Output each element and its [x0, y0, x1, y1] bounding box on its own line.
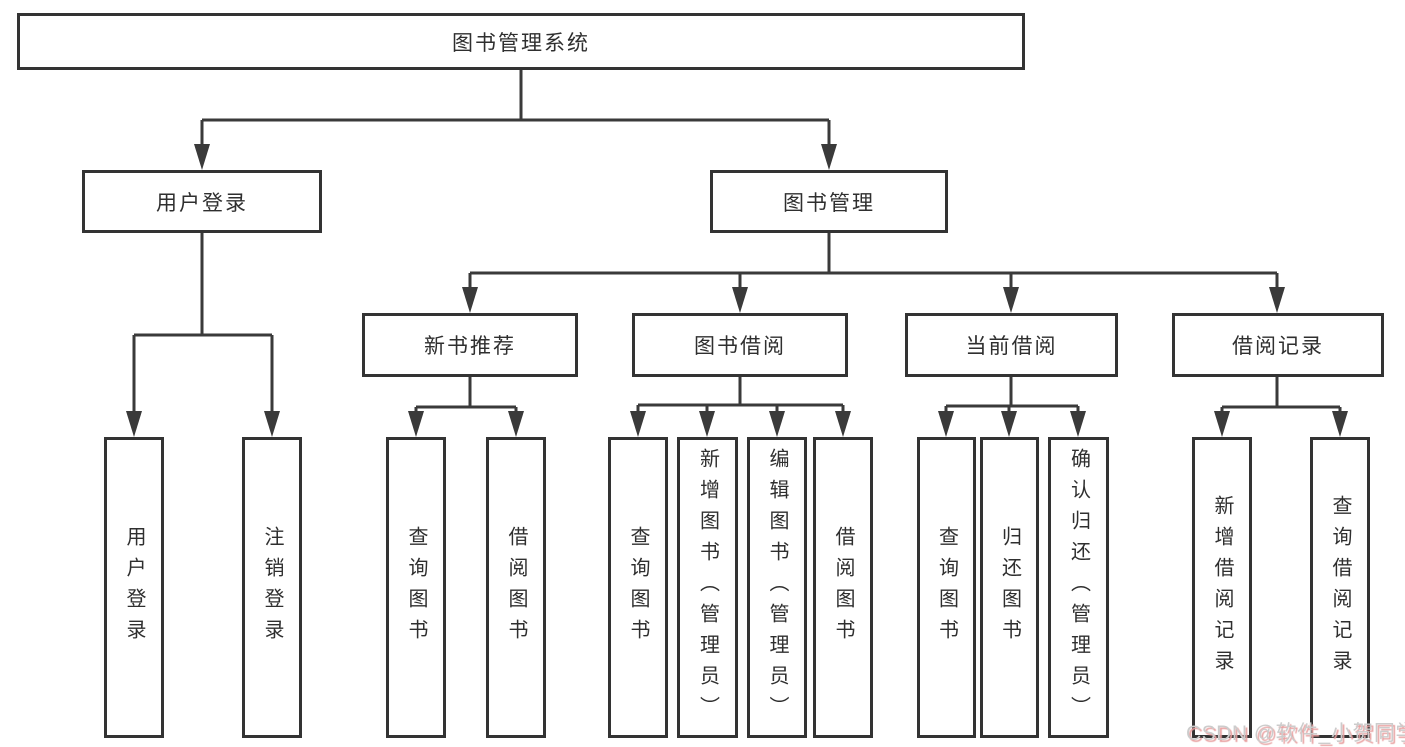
node-label: 查询图书 — [627, 525, 649, 650]
arrowhead — [732, 287, 748, 313]
node-label: 借阅图书 — [832, 525, 854, 650]
node-label: 查询图书 — [405, 525, 427, 650]
leaf-records-query-borrow-record: 查询借阅记录 — [1310, 437, 1370, 738]
arrowhead — [1070, 411, 1086, 437]
arrowhead — [462, 287, 478, 313]
arrowhead — [835, 411, 851, 437]
arrowhead — [938, 411, 954, 437]
node-borrowing-records: 借阅记录 — [1172, 313, 1384, 377]
node-label: 用户登录 — [123, 525, 145, 650]
node-label: 查询借阅记录 — [1329, 494, 1351, 681]
node-label: 图书管理系统 — [452, 31, 590, 55]
arrowhead — [630, 411, 646, 437]
leaf-borrow-add-books-admin: 新增图书（管理员） — [677, 437, 738, 738]
leaf-borrow-borrow-books: 借阅图书 — [813, 437, 873, 738]
node-label: 新书推荐 — [424, 335, 516, 358]
node-new-book-recommend: 新书推荐 — [362, 313, 578, 377]
node-book-borrowing: 图书借阅 — [632, 313, 848, 377]
node-label: 确认归还（管理员） — [1067, 448, 1090, 727]
arrowhead — [126, 411, 142, 437]
arrowhead — [699, 411, 715, 437]
arrowhead — [1214, 411, 1230, 437]
node-book-management: 图书管理 — [710, 170, 948, 233]
leaf-current-confirm-return-admin: 确认归还（管理员） — [1048, 437, 1109, 738]
node-label: 新增图书（管理员） — [696, 448, 719, 727]
leaf-recommend-query-books: 查询图书 — [386, 437, 446, 738]
arrowhead — [264, 411, 280, 437]
node-label: 用户登录 — [156, 191, 248, 215]
arrowhead — [1003, 287, 1019, 313]
node-label: 当前借阅 — [965, 335, 1058, 358]
leaf-borrow-edit-books-admin: 编辑图书（管理员） — [747, 437, 807, 738]
leaf-current-query-books: 查询图书 — [917, 437, 976, 738]
node-library-management-system: 图书管理系统 — [17, 13, 1025, 70]
node-label: 借阅图书 — [505, 525, 527, 650]
leaf-user-login: 用户登录 — [104, 437, 164, 738]
arrowhead — [821, 144, 837, 170]
node-label: 图书管理 — [783, 191, 875, 215]
node-user-login: 用户登录 — [82, 170, 322, 233]
csdn-watermark: CSDN @软件_小贺同学 — [1186, 722, 1405, 745]
leaf-logout: 注销登录 — [242, 437, 302, 738]
node-label: 注销登录 — [261, 525, 283, 650]
node-label: 借阅记录 — [1232, 335, 1324, 358]
node-label: 查询图书 — [935, 525, 958, 650]
node-current-borrowing: 当前借阅 — [905, 313, 1118, 377]
arrowhead — [1332, 411, 1348, 437]
leaf-borrow-query-books: 查询图书 — [608, 437, 668, 738]
node-label: 编辑图书（管理员） — [766, 448, 788, 727]
leaf-current-return-books: 归还图书 — [980, 437, 1039, 738]
node-label: 图书借阅 — [694, 335, 786, 358]
arrowhead — [1269, 287, 1285, 313]
arrowhead — [769, 411, 785, 437]
leaf-records-add-borrow-record: 新增借阅记录 — [1192, 437, 1252, 738]
node-label: 归还图书 — [998, 525, 1021, 650]
leaf-recommend-borrow-books: 借阅图书 — [486, 437, 546, 738]
arrowhead — [194, 144, 210, 170]
arrowhead — [408, 411, 424, 437]
arrowhead — [508, 411, 524, 437]
arrowhead — [1001, 411, 1017, 437]
node-label: 新增借阅记录 — [1211, 494, 1233, 681]
